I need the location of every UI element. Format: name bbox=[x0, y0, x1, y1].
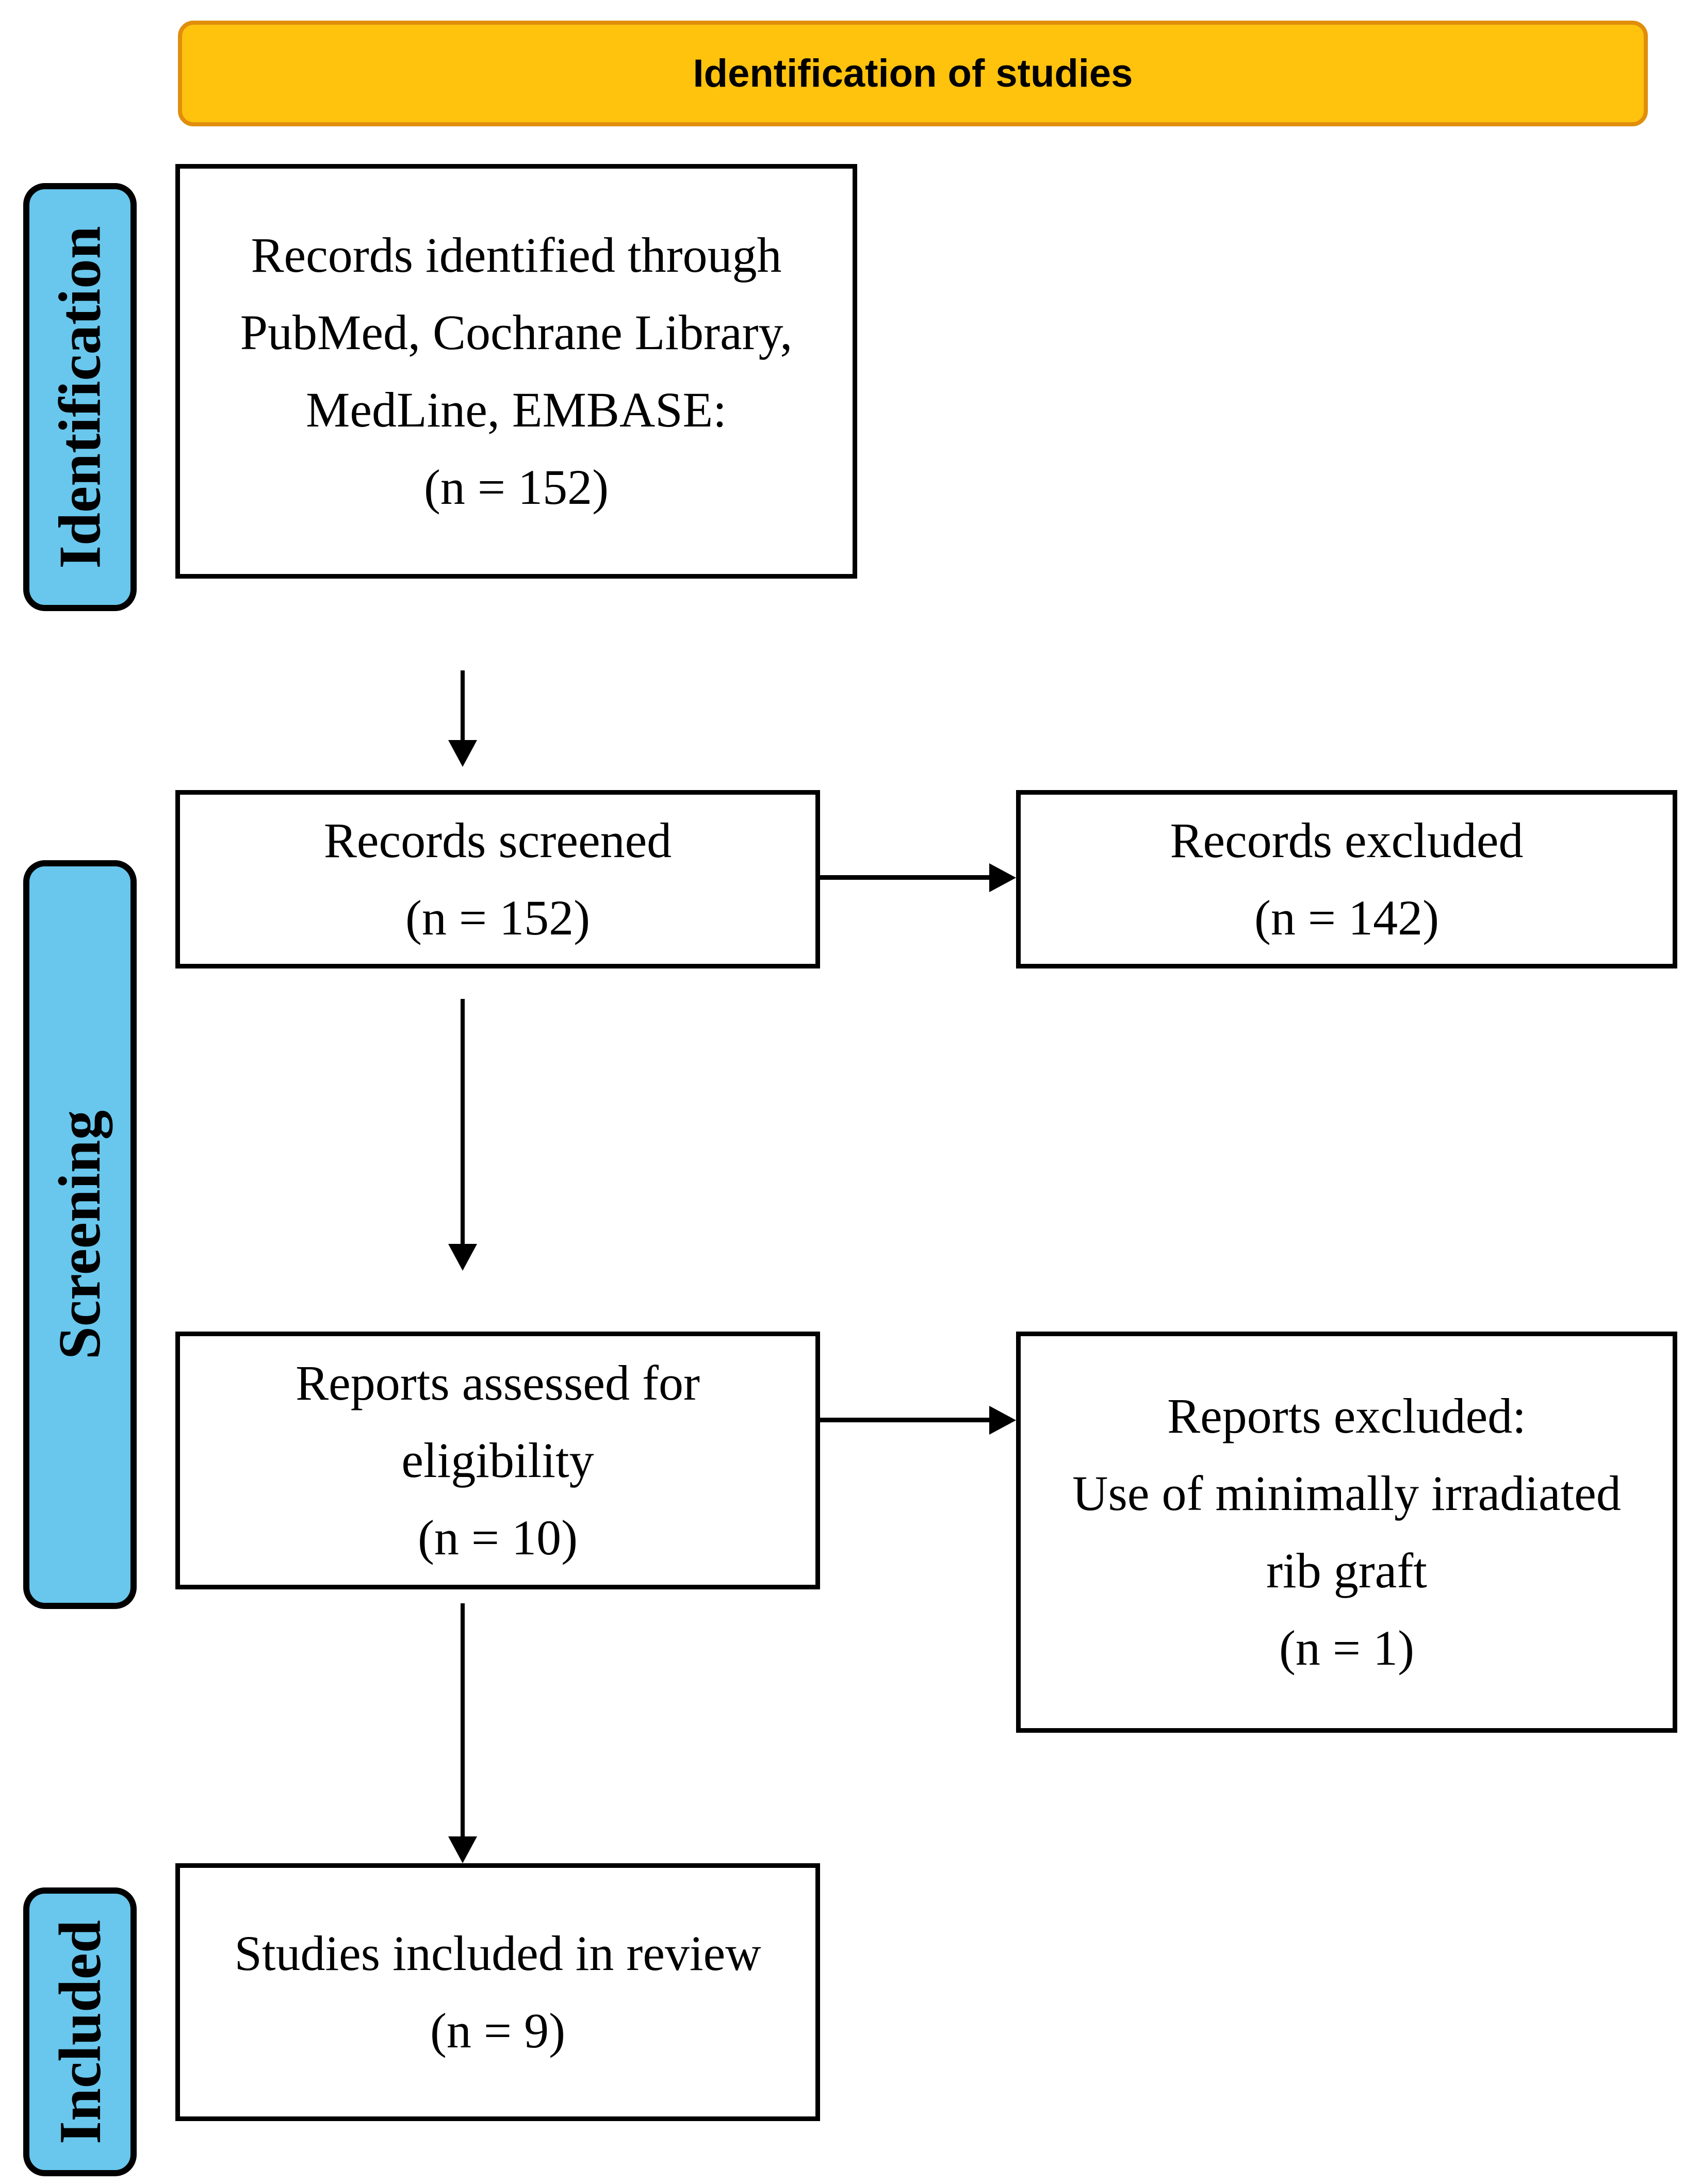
box-records-excluded: Records excluded (n = 142) bbox=[1016, 790, 1677, 968]
box-studies-included: Studies included in review (n = 9) bbox=[175, 1863, 820, 2121]
box-reports-assessed-line-2: eligibility bbox=[401, 1433, 594, 1488]
box-reports-excluded-count: (n = 1) bbox=[1279, 1620, 1415, 1676]
stage-label-screening-text: Screening bbox=[47, 1110, 113, 1359]
box-records-identified-line-2: PubMed, Cochrane Library, bbox=[240, 305, 793, 360]
box-records-identified-line-1: Records identified through bbox=[251, 227, 782, 283]
box-studies-included-count: (n = 9) bbox=[430, 2003, 566, 2058]
box-records-identified-count: (n = 152) bbox=[423, 459, 609, 515]
box-reports-assessed-count: (n = 10) bbox=[417, 1510, 578, 1565]
header-banner: Identification of studies bbox=[178, 21, 1648, 126]
arrow-screened-to-assessed-head-icon bbox=[448, 1244, 477, 1271]
box-reports-assessed: Reports assessed for eligibility (n = 10… bbox=[175, 1332, 820, 1589]
box-reports-excluded: Reports excluded: Use of minimally irrad… bbox=[1016, 1332, 1677, 1733]
stage-label-screening: Screening bbox=[23, 860, 137, 1609]
box-records-screened-count: (n = 152) bbox=[405, 890, 591, 945]
arrow-assessed-to-included-line bbox=[461, 1603, 465, 1836]
arrow-identified-to-screened-head-icon bbox=[448, 740, 477, 767]
arrow-assessed-to-reports-excluded-line bbox=[820, 1418, 989, 1422]
box-reports-excluded-line-1: Reports excluded: bbox=[1167, 1388, 1526, 1443]
arrow-screened-to-excluded-head-icon bbox=[989, 863, 1016, 892]
arrow-assessed-to-reports-excluded-head-icon bbox=[989, 1406, 1016, 1435]
arrow-screened-to-excluded-line bbox=[820, 875, 989, 880]
box-records-identified: Records identified through PubMed, Cochr… bbox=[175, 164, 857, 579]
box-reports-excluded-line-3: rib graft bbox=[1266, 1543, 1427, 1598]
arrow-screened-to-assessed-line bbox=[461, 999, 465, 1244]
stage-label-identification: Identification bbox=[23, 183, 137, 611]
arrow-assessed-to-included-head-icon bbox=[448, 1836, 477, 1863]
box-records-screened: Records screened (n = 152) bbox=[175, 790, 820, 968]
box-records-excluded-count: (n = 142) bbox=[1254, 890, 1439, 945]
stage-label-identification-text: Identification bbox=[47, 225, 113, 569]
box-records-screened-line-1: Records screened bbox=[323, 813, 672, 868]
box-reports-excluded-line-2: Use of minimally irradiated bbox=[1072, 1466, 1621, 1521]
box-records-identified-line-3: MedLine, EMBASE: bbox=[306, 382, 727, 437]
box-studies-included-line-1: Studies included in review bbox=[234, 1926, 761, 1981]
stage-label-included: Included bbox=[23, 1887, 137, 2176]
arrow-identified-to-screened-line bbox=[461, 670, 465, 740]
box-records-excluded-line-1: Records excluded bbox=[1170, 813, 1524, 868]
stage-label-included-text: Included bbox=[47, 1919, 113, 2144]
header-banner-label: Identification of studies bbox=[693, 52, 1133, 95]
box-reports-assessed-line-1: Reports assessed for bbox=[296, 1355, 700, 1410]
